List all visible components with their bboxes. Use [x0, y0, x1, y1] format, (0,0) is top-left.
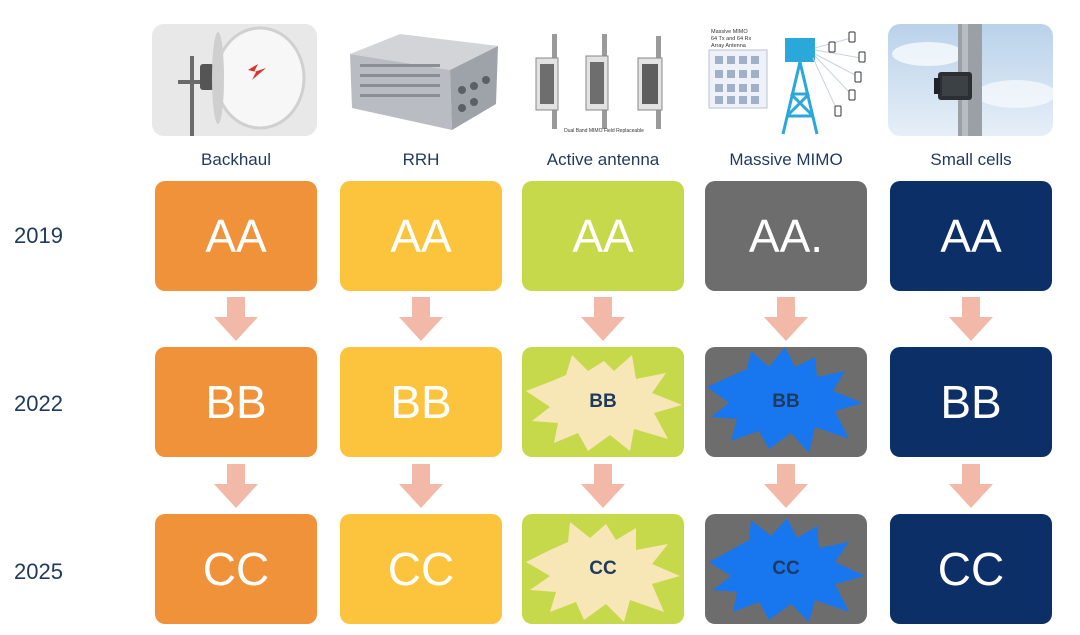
- tile-active-antenna-2025: CC: [522, 514, 684, 624]
- active-antenna-caption: Dual Band MIMO Field Replaceable: [564, 128, 644, 134]
- small-cells-image: [888, 24, 1053, 136]
- tile-small-cells-2022: BB: [890, 347, 1052, 457]
- starburst-icon: [526, 522, 680, 622]
- tile-text: BB: [772, 391, 800, 412]
- tile-text: BB: [940, 376, 1002, 428]
- tile-text: CC: [202, 543, 270, 595]
- tile-text: CC: [772, 558, 800, 579]
- backhaul-image: [152, 24, 317, 136]
- arrow-down-icon: [764, 297, 808, 341]
- tile-text: BB: [589, 391, 617, 412]
- mimo-caption-3: Array Antenna: [711, 43, 747, 49]
- tile-text: CC: [387, 543, 455, 595]
- tile-text: AA: [390, 210, 452, 262]
- column-label-active-antenna: Active antenna: [546, 150, 660, 169]
- tile-backhaul-2025: CC: [155, 514, 317, 624]
- starburst-icon: [707, 347, 863, 453]
- tile-small-cells-2019: AA: [890, 181, 1052, 291]
- massive-mimo-image: Massive MIMO 64 Tx and 64 Rx Array Anten…: [705, 24, 870, 136]
- arrow-down-icon: [214, 297, 258, 341]
- tile-text: AA: [940, 210, 1002, 262]
- rrh-image: [340, 24, 505, 136]
- tile-rrh-2019: AA: [340, 181, 502, 291]
- tile-massive-mimo-2019: AA.: [705, 181, 867, 291]
- tile-backhaul-2019: AA: [155, 181, 317, 291]
- starburst-icon: [709, 518, 865, 622]
- tile-active-antenna-2019: AA: [522, 181, 684, 291]
- year-label-2022: 2022: [14, 391, 63, 416]
- arrow-down-icon: [399, 297, 443, 341]
- mimo-caption-2: 64 Tx and 64 Rx: [711, 36, 752, 42]
- column-label-massive-mimo: Massive MIMO: [729, 150, 843, 169]
- tile-text: CC: [937, 543, 1005, 595]
- tile-massive-mimo-2025: CC: [705, 514, 867, 624]
- tile-text: AA.: [748, 210, 824, 262]
- tile-rrh-2022: BB: [340, 347, 502, 457]
- column-label-small-cells: Small cells: [930, 150, 1012, 169]
- tile-text: BB: [205, 376, 267, 428]
- arrow-down-icon: [764, 464, 808, 508]
- column-label-backhaul: Backhaul: [201, 150, 271, 169]
- tile-text: BB: [390, 376, 452, 428]
- tile-active-antenna-2022: BB: [522, 347, 684, 457]
- arrow-down-icon: [214, 464, 258, 508]
- arrow-down-icon: [581, 297, 625, 341]
- mimo-caption-1: Massive MIMO: [711, 29, 748, 35]
- arrow-down-icon: [949, 297, 993, 341]
- year-label-2019: 2019: [14, 223, 63, 248]
- arrow-down-icon: [581, 464, 625, 508]
- tile-small-cells-2025: CC: [890, 514, 1052, 624]
- tile-text: AA: [205, 210, 267, 262]
- arrow-down-icon: [399, 464, 443, 508]
- tile-text: AA: [572, 210, 634, 262]
- year-label-2025: 2025: [14, 559, 63, 584]
- tile-text: CC: [589, 558, 617, 579]
- tile-backhaul-2022: BB: [155, 347, 317, 457]
- tile-rrh-2025: CC: [340, 514, 502, 624]
- active-antenna-image: Dual Band MIMO Field Replaceable: [522, 24, 687, 136]
- starburst-icon: [526, 355, 682, 451]
- column-label-rrh: RRH: [402, 150, 440, 169]
- arrow-down-icon: [949, 464, 993, 508]
- tile-massive-mimo-2022: BB: [705, 347, 867, 457]
